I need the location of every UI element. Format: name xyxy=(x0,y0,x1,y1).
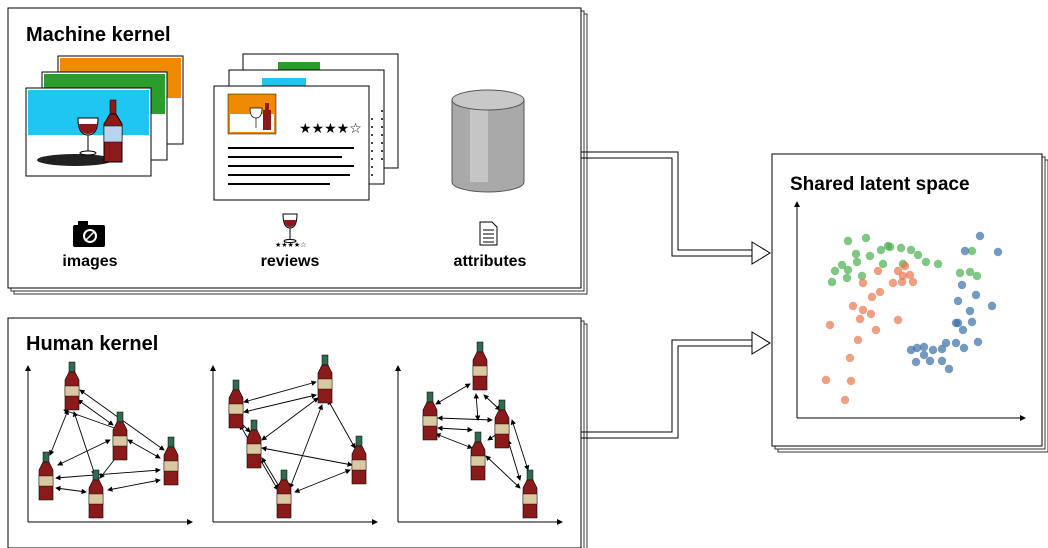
orange-point xyxy=(858,278,868,288)
blue-point xyxy=(919,350,929,360)
orange-point xyxy=(888,278,898,288)
human-graph-1 xyxy=(25,361,193,525)
orange-point xyxy=(846,376,856,386)
images-label: images xyxy=(62,253,118,270)
blue-point xyxy=(973,337,983,347)
connector-arrows xyxy=(581,151,771,439)
machine-kernel-title: Machine kernel xyxy=(26,24,171,46)
orange-point xyxy=(875,287,885,297)
orange-point xyxy=(893,315,903,325)
orange-point xyxy=(821,375,831,385)
latent-scatter-points xyxy=(821,231,1003,405)
green-point xyxy=(827,277,837,287)
blue-point xyxy=(953,296,963,306)
human-graph-3 xyxy=(395,341,563,525)
orange-point xyxy=(873,266,883,276)
green-point xyxy=(921,257,931,267)
orange-point xyxy=(866,309,876,319)
green-point xyxy=(965,267,975,277)
blue-point xyxy=(911,357,921,367)
blue-point xyxy=(941,338,951,348)
latent-space-title: Shared latent space xyxy=(790,174,970,195)
latent-space-panel xyxy=(771,153,1048,453)
camera-icon xyxy=(73,221,105,247)
blue-point xyxy=(951,338,961,348)
blue-point xyxy=(928,345,938,355)
blue-point xyxy=(919,342,929,352)
blue-point xyxy=(912,343,922,353)
green-point xyxy=(972,271,982,281)
green-point xyxy=(852,257,862,267)
orange-point xyxy=(867,292,877,302)
review-stack xyxy=(213,53,399,201)
green-point xyxy=(876,245,886,255)
orange-point xyxy=(840,395,850,405)
green-point xyxy=(906,245,916,255)
green-point xyxy=(861,233,871,243)
orange-point xyxy=(848,301,858,311)
orange-point xyxy=(897,277,907,287)
green-point xyxy=(913,250,923,260)
blue-point xyxy=(937,344,947,354)
orange-point xyxy=(871,325,881,335)
review-icon-rating: ★★★★☆ xyxy=(275,241,307,249)
green-point xyxy=(878,259,888,269)
image-stack xyxy=(25,55,184,177)
document-icon xyxy=(479,221,498,246)
blue-point xyxy=(959,343,969,353)
green-point xyxy=(967,246,977,256)
human-graph-2 xyxy=(210,354,378,525)
blue-point xyxy=(960,246,970,256)
orange-point xyxy=(855,314,865,324)
green-point xyxy=(865,251,875,261)
reviews-label: reviews xyxy=(260,253,320,270)
green-point xyxy=(843,236,853,246)
blue-point xyxy=(987,301,997,311)
orange-point xyxy=(908,277,918,287)
green-point xyxy=(842,273,852,283)
human-kernel-title: Human kernel xyxy=(26,333,159,355)
blue-point xyxy=(958,325,968,335)
blue-point xyxy=(944,364,954,374)
attributes-label: attributes xyxy=(453,253,527,270)
green-point xyxy=(837,260,847,270)
blue-point xyxy=(951,318,961,328)
blue-point xyxy=(965,306,975,316)
green-point xyxy=(883,241,893,251)
orange-point xyxy=(858,305,868,315)
green-point xyxy=(851,249,861,259)
blue-point xyxy=(967,317,977,327)
blue-point xyxy=(937,356,947,366)
blue-point xyxy=(971,290,981,300)
orange-point xyxy=(853,335,863,345)
green-point xyxy=(896,243,906,253)
green-point xyxy=(843,265,853,275)
green-point xyxy=(857,271,867,281)
orange-point xyxy=(905,270,915,280)
orange-point xyxy=(825,320,835,330)
database-icon xyxy=(451,89,525,193)
blue-point xyxy=(975,231,985,241)
wine-glass-icon xyxy=(282,213,298,243)
blue-point xyxy=(993,247,1003,257)
green-point xyxy=(830,266,840,276)
green-point xyxy=(933,259,943,269)
orange-point xyxy=(845,353,855,363)
blue-point xyxy=(925,356,935,366)
orange-point xyxy=(900,261,910,271)
review-rating: ★★★★☆ xyxy=(299,121,362,137)
green-point xyxy=(955,268,965,278)
blue-point xyxy=(957,280,967,290)
